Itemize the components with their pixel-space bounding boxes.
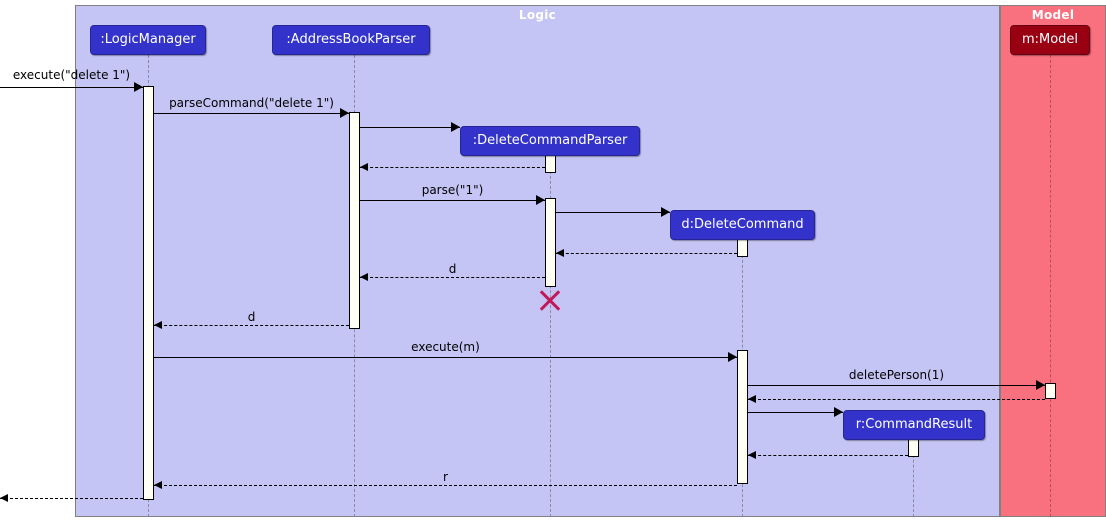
arrow-head-m6 [661,207,670,217]
message-label-m2: parseCommand("delete 1") [169,96,334,110]
message-line-m13 [748,412,843,413]
message-label-m8: d [448,262,457,276]
message-label-m15: r [443,470,448,484]
arrow-head-m12 [748,395,756,403]
message-line-m1 [0,87,143,88]
arrow-head-m2 [340,108,349,118]
arrow-head-m10 [728,352,737,362]
message-line-m15 [154,485,737,486]
message-label-m11: deletePerson(1) [848,368,945,382]
message-line-m8 [360,277,545,278]
message-label-m10: execute(m) [411,340,480,354]
arrow-head-m13 [834,407,843,417]
message-line-m6 [556,212,670,213]
arrow-head-m7 [556,249,564,257]
arrow-head-m1 [134,82,143,92]
message-line-m4 [360,167,545,168]
lifeline-model-object [1050,55,1051,517]
arrow-head-m5 [536,195,545,205]
arrow-head-m14 [748,451,756,459]
message-line-m2 [154,113,349,114]
participant-command-result[interactable]: r:CommandResult [843,410,985,440]
package-title-model: Model [1031,8,1075,22]
participant-address-book-parser[interactable]: :AddressBookParser [272,25,430,55]
message-line-m11 [748,385,1045,386]
message-line-m5 [360,200,545,201]
message-label-m1: execute("delete 1") [12,68,131,82]
package-logic: Logic [75,5,1000,517]
arrow-head-m3 [451,122,460,132]
message-line-m3 [360,127,460,128]
message-label-m5: parse("1") [421,183,484,197]
arrow-head-m8 [360,273,368,281]
package-model: Model [1000,5,1106,517]
participant-model-object[interactable]: m:Model [1010,25,1090,55]
lifeline-command-result [913,440,914,517]
act-logic-manager [143,86,154,500]
participant-delete-command-parser[interactable]: :DeleteCommandParser [460,126,640,156]
message-line-m9 [154,325,349,326]
act-delete-command-parser-2 [545,198,556,287]
act-model-object [1045,383,1056,399]
act-address-book-parser [349,112,360,329]
message-line-m12 [748,399,1045,400]
message-label-m9: d [247,310,256,324]
message-line-m14 [748,455,908,456]
arrow-head-m9 [154,321,162,329]
arrow-head-m4 [360,163,368,171]
arrow-head-m16 [0,494,8,502]
arrow-head-m15 [154,481,162,489]
destroy-delete-command-parser [537,287,563,313]
lifeline-delete-command-parser [550,156,551,517]
act-delete-command-1 [737,239,748,257]
arrow-head-m11 [1036,380,1045,390]
participant-delete-command[interactable]: d:DeleteCommand [670,210,815,240]
participant-logic-manager[interactable]: :LogicManager [90,25,206,55]
message-line-m16 [0,498,143,499]
act-delete-command-2 [737,350,748,484]
message-line-m7 [556,253,737,254]
act-command-result [908,439,919,457]
package-title-logic: Logic [518,8,557,22]
message-line-m10 [154,357,737,358]
act-delete-command-parser-1 [545,155,556,173]
